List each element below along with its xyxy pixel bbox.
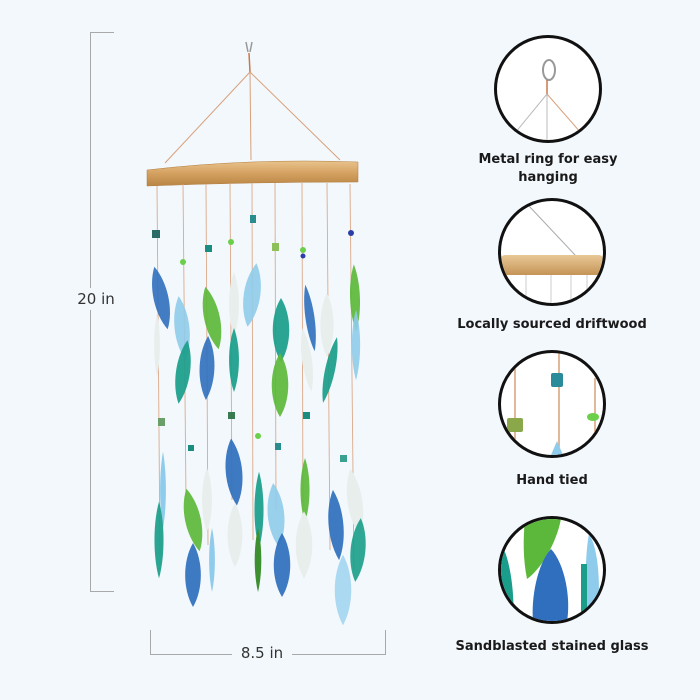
ring-icon [494,35,602,143]
glass-leaf-icon [498,516,606,624]
knot-icon [498,350,606,458]
height-dimension-line [90,32,114,592]
wind-chime-image [146,41,369,626]
feature-label: Sandblasted stained glass [455,639,649,654]
feature-hand-tied: Hand tied [452,350,652,490]
feature-label: Hand tied [516,473,588,488]
feature-metal-ring: Metal ring for easy hanging [448,35,648,187]
height-dimension-label: 20 in [66,288,126,310]
feature-label: Locally sourced driftwood [457,317,647,332]
feature-sandblasted-glass: Sandblasted stained glass [452,516,652,656]
width-dimension-label: 8.5 in [232,644,292,662]
driftwood-icon [498,198,606,306]
feature-label: Metal ring for easy hanging [478,152,618,185]
feature-driftwood: Locally sourced driftwood [452,198,652,334]
metal-ring-icon [245,41,253,73]
driftwood-bar [146,160,359,187]
